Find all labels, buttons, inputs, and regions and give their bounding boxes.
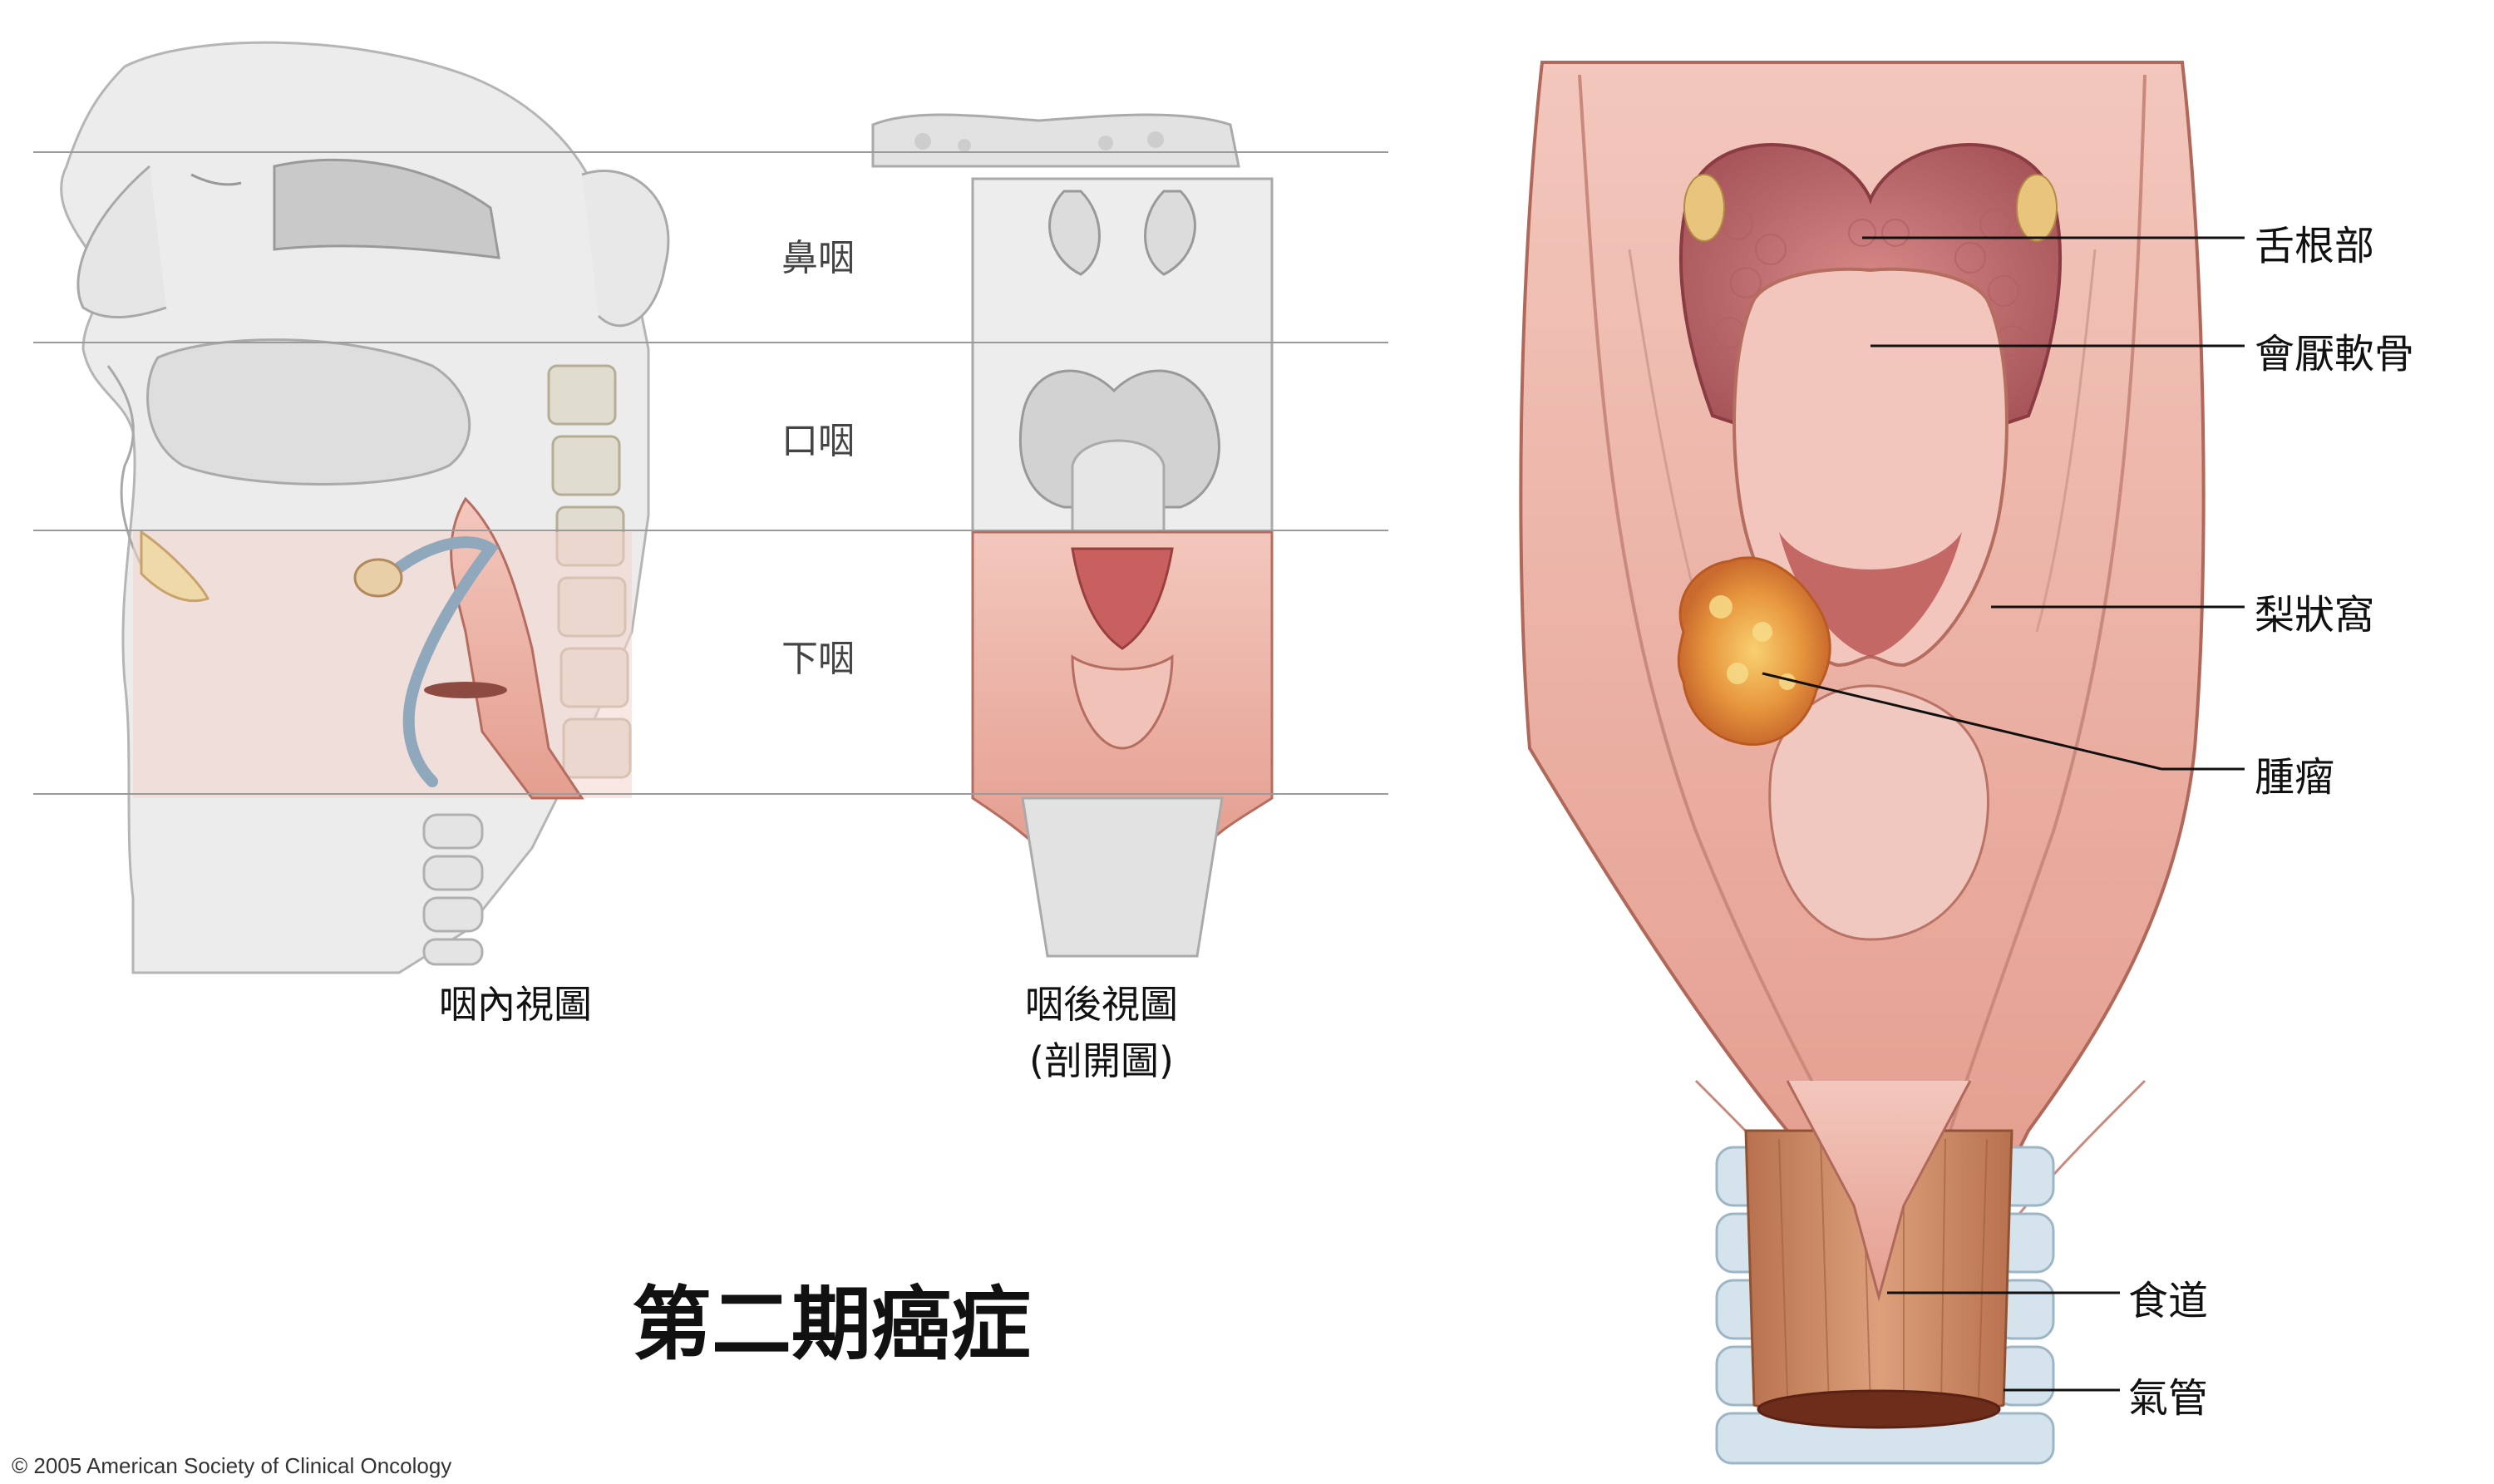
label-nasopharynx: 鼻咽 — [781, 237, 855, 279]
page-title: 第二期癌症 — [632, 1278, 1031, 1371]
callout-lines — [1762, 236, 2245, 1392]
side-view-illustration — [60, 41, 670, 974]
label-esophagus: 食道 — [2128, 1278, 2209, 1324]
copyright-notice: © 2005 American Society of Clinical Onco… — [12, 1453, 452, 1478]
label-hypopharynx: 下咽 — [781, 638, 855, 680]
label-trachea: 氣管 — [2128, 1375, 2209, 1422]
caption-back-view: 咽後視圖 (剖開圖) — [977, 976, 1226, 1089]
region-guide-lines — [33, 151, 1388, 795]
opened-pharynx-illustration — [1519, 61, 2206, 1465]
caption-back-view-line1: 咽後視圖 — [1025, 982, 1178, 1027]
tumor-shape — [1677, 556, 1831, 747]
caption-side-view: 咽內視圖 — [439, 982, 592, 1027]
label-base-of-tongue: 舌根部 — [2255, 223, 2375, 269]
label-tumor: 腫瘤 — [2255, 754, 2335, 801]
label-oropharynx: 口咽 — [781, 420, 855, 462]
label-epiglottis: 會厭軟骨 — [2255, 331, 2415, 377]
caption-back-view-line2: (剖開圖) — [1029, 1038, 1174, 1083]
label-pyriform-sinus: 梨狀窩 — [2255, 592, 2375, 638]
callout-line-tumor — [1762, 672, 2162, 771]
back-view-illustration — [871, 113, 1274, 958]
